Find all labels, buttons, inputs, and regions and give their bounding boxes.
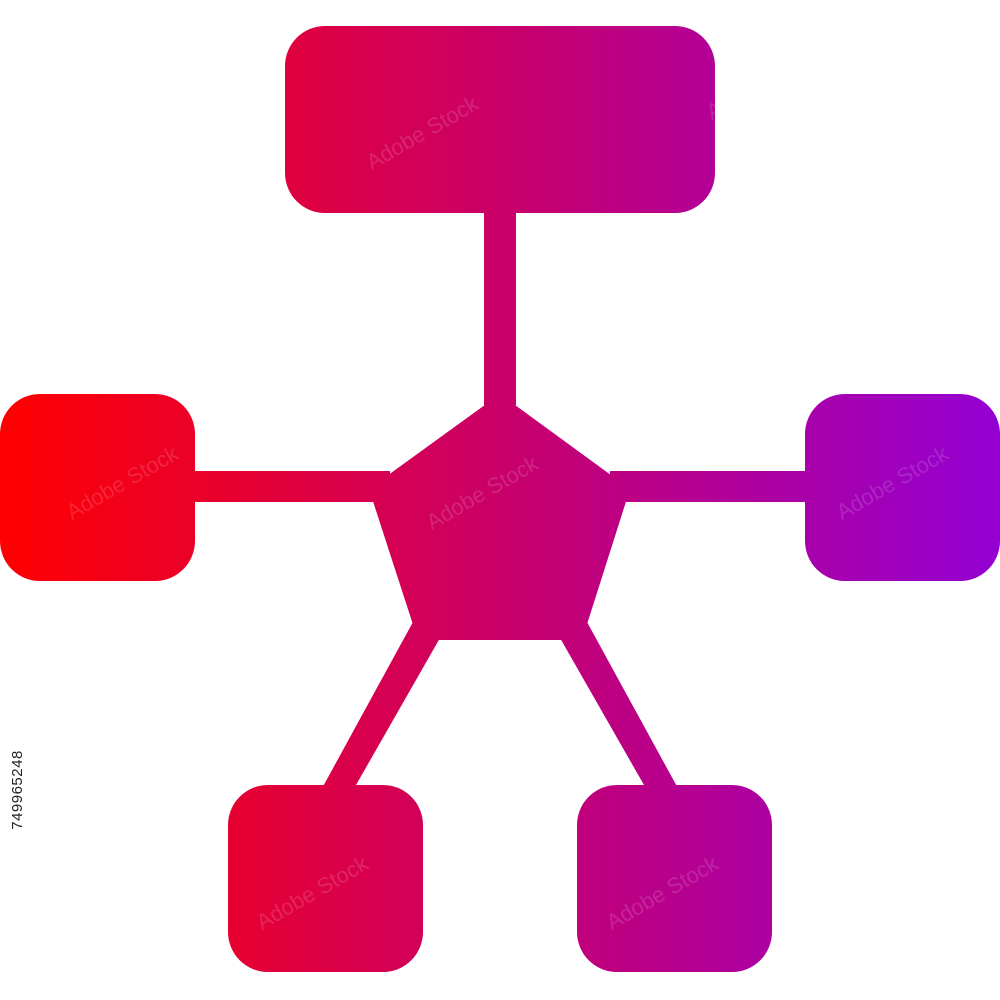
- hub-pentagon: [369, 394, 630, 640]
- connector-bottom-left: [320, 622, 440, 792]
- right-node: [805, 394, 1000, 581]
- bottom-left-node: [228, 785, 423, 972]
- top-node: [285, 26, 715, 213]
- connector-left: [185, 471, 390, 502]
- left-node: [0, 394, 195, 581]
- connector-top: [484, 205, 516, 405]
- connector-right: [610, 471, 815, 502]
- stock-id-label: 749965248: [9, 750, 26, 830]
- bottom-right-node: [577, 785, 772, 972]
- connector-bottom-right: [560, 622, 680, 792]
